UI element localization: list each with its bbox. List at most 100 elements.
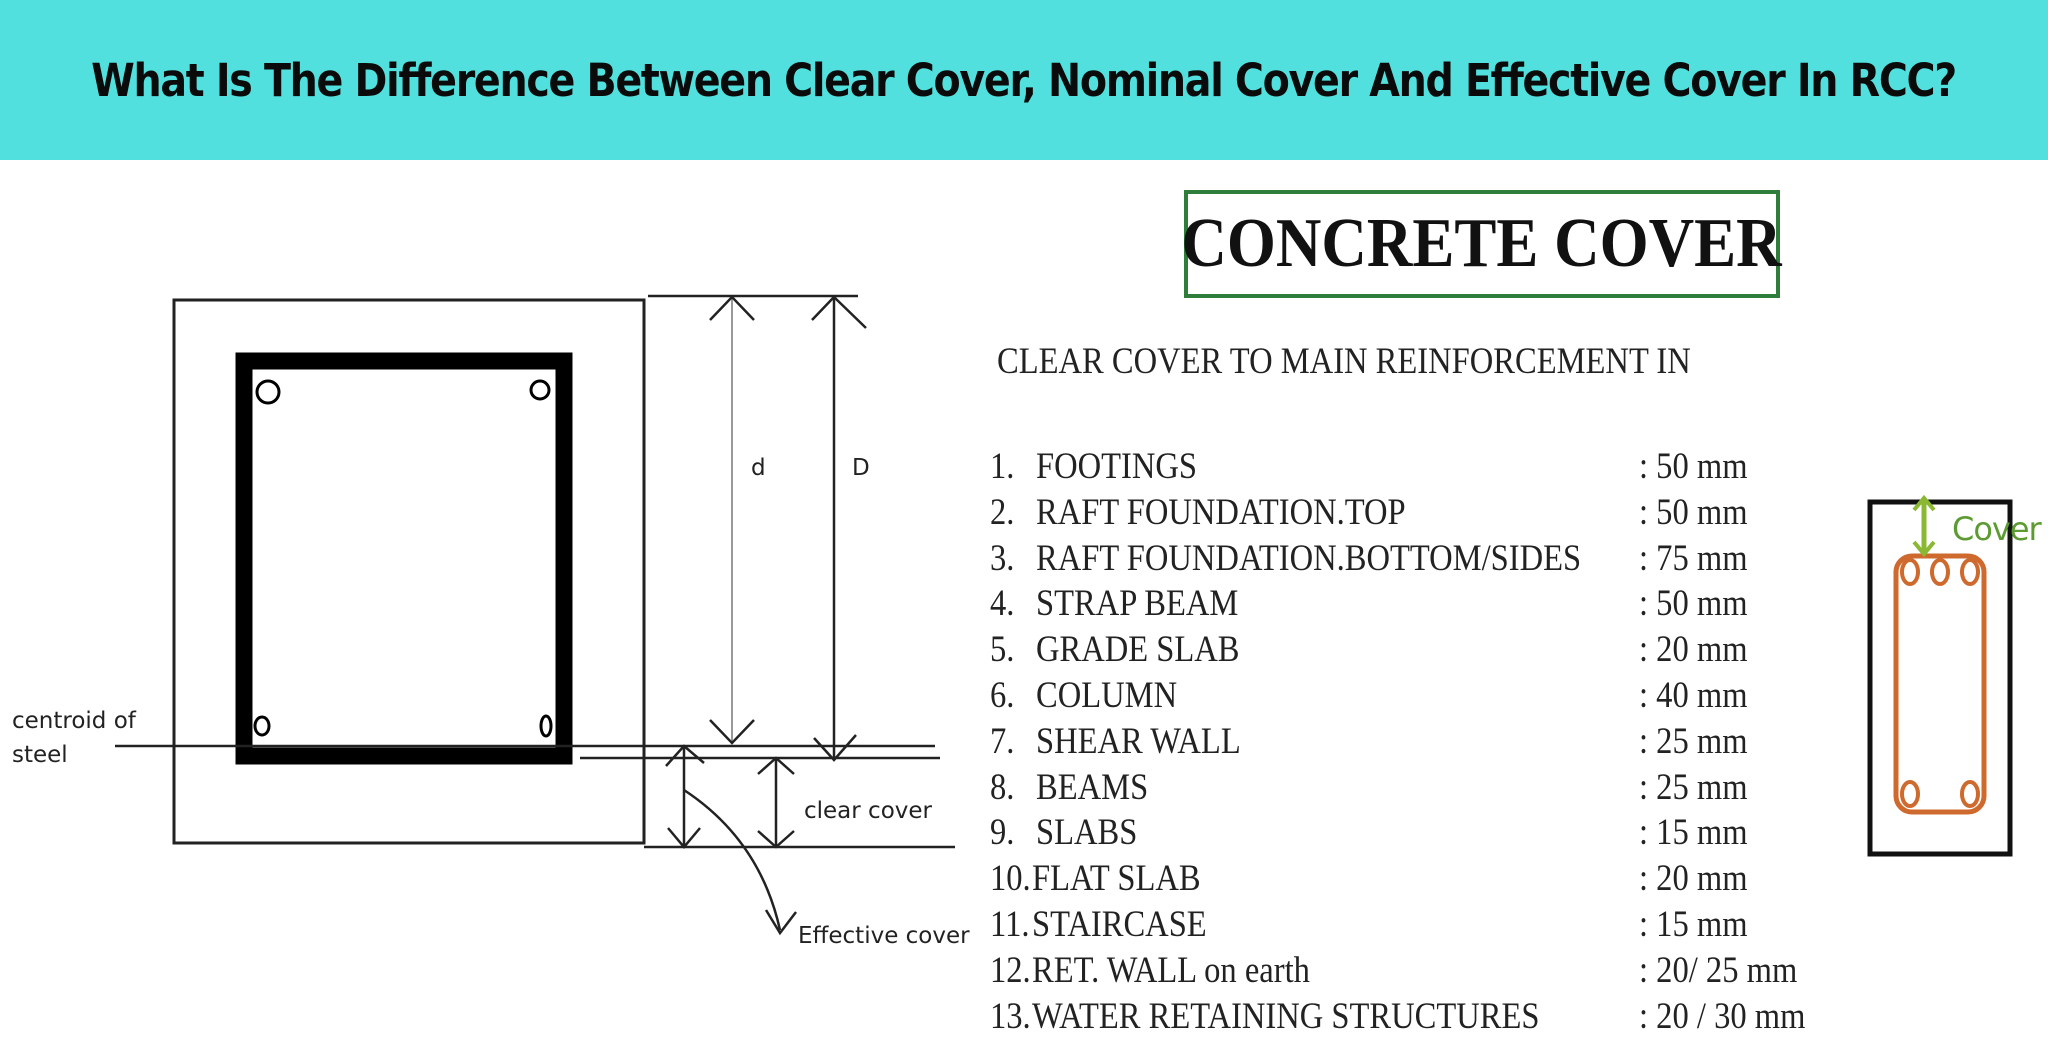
list-item: 1. FOOTINGS : 50 mm	[990, 445, 1790, 491]
item-number: 1.	[990, 446, 1015, 487]
list-item: 9. SLABS : 15 mm	[990, 811, 1790, 857]
effective-cover-label: Effective cover	[798, 923, 970, 949]
stirrup-draw	[1897, 559, 1983, 967]
item-number: 8.	[990, 766, 1015, 808]
item-value: : 25 mm	[1639, 766, 1748, 808]
effective-cover-leader	[683, 788, 782, 931]
item-value: : 25 mm	[1639, 720, 1748, 762]
item-value: : 20 mm	[1639, 629, 1748, 671]
page-title: What Is The Difference Between Clear Cov…	[91, 53, 1958, 107]
dim-effective-arrow-bottom	[667, 827, 701, 849]
dim-d-arrow-top	[709, 295, 755, 321]
small-stirrup-frame	[1893, 553, 1987, 815]
stirrup-orange	[1896, 558, 1984, 968]
small-rebar-3	[1960, 558, 1980, 586]
item-label: RAFT FOUNDATION.TOP	[1036, 491, 1406, 533]
badge-text: CONCRETE COVER	[1181, 205, 1783, 282]
title-banner: What Is The Difference Between Clear Cov…	[0, 0, 2048, 160]
list-item: 11.STAIRCASE : 15 mm	[990, 903, 1790, 949]
rebar-cage	[1896, 558, 1984, 968]
list-item: 5. GRADE SLAB : 20 mm	[990, 628, 1790, 674]
rebar-bottom-right	[539, 714, 553, 738]
stirrup-shape	[1895, 557, 1985, 969]
item-label: GRADE SLAB	[1036, 629, 1240, 671]
item-label: FLAT SLAB	[1032, 858, 1201, 900]
small-section-outline	[1867, 499, 2013, 857]
item-number: 9.	[990, 812, 1015, 854]
item-number: 2.	[990, 491, 1015, 533]
stirrup	[235, 352, 573, 765]
item-number: 7.	[990, 720, 1015, 762]
item-label: RAFT FOUNDATION.BOTTOM/SIDES	[1036, 537, 1582, 579]
subheading: CLEAR COVER TO MAIN REINFORCEMENT IN	[997, 341, 1691, 382]
centroid-label-line2: steel	[12, 742, 68, 768]
rebar-bottom-left	[253, 715, 271, 737]
dim-D-arrow-top	[811, 295, 867, 329]
dim-clear-arrow-bottom	[757, 830, 795, 849]
dim-effective-arrow-top	[665, 744, 705, 767]
concrete-cover-badge: CONCRETE COVER	[1181, 190, 1783, 298]
item-number: 3.	[990, 537, 1015, 579]
stirrup-body	[1896, 558, 1984, 968]
item-label: BEAMS	[1036, 766, 1149, 808]
clear-cover-label: clear cover	[804, 798, 933, 824]
item-value: : 50 mm	[1639, 583, 1748, 625]
item-label: STAIRCASE	[1032, 903, 1207, 945]
small-stirrup-visible	[1896, 558, 1984, 968]
cage-outline	[1896, 558, 1984, 968]
rebar-top-right	[529, 379, 551, 401]
small-rebar-5	[1960, 780, 1980, 808]
cover-arrow-head-top	[1912, 494, 1936, 512]
item-value: : 50 mm	[1639, 446, 1748, 487]
item-number: 6.	[990, 674, 1015, 716]
item-value: : 50 mm	[1639, 491, 1748, 533]
cover-diagram: d D centroid of steel clear cover Effect…	[12, 294, 2044, 969]
item-value: : 40 mm	[1639, 674, 1748, 716]
cover-label: Cover	[1952, 510, 2043, 548]
effective-cover-arrowhead	[764, 909, 797, 936]
item-label: FOOTINGS	[1036, 446, 1198, 487]
item-number: 5.	[990, 629, 1015, 671]
item-value: : 20 mm	[1639, 858, 1748, 900]
item-label: COLUMN	[1036, 674, 1178, 716]
item-value: : 75 mm	[1639, 537, 1748, 579]
item-label: RET. WALL on earth	[1032, 949, 1310, 991]
item-number: 12.	[990, 949, 1031, 991]
item-number: 4.	[990, 583, 1015, 625]
list-item: 3. RAFT FOUNDATION.BOTTOM/SIDES : 75 mm	[990, 537, 1790, 583]
item-value: : 20 / 30 mm	[1639, 995, 1806, 1037]
list-item: 7. SHEAR WALL : 25 mm	[990, 720, 1790, 766]
item-number: 11.	[990, 903, 1030, 945]
stirrup-final	[1897, 558, 1983, 968]
list-item: 8. BEAMS : 25 mm	[990, 766, 1790, 812]
item-label: WATER RETAINING STRUCTURES	[1032, 995, 1540, 1037]
item-value: : 15 mm	[1639, 812, 1748, 854]
small-stirrup-shape	[1896, 558, 1984, 968]
beam-section-outline	[172, 298, 646, 845]
small-rebar-2	[1930, 558, 1950, 586]
orange-stirrup	[1896, 558, 1984, 968]
rebar-top-left	[255, 379, 281, 405]
list-item: 4. STRAP BEAM : 50 mm	[990, 582, 1790, 628]
cover-arrow-head-bottom	[1912, 540, 1936, 558]
list-item: 13.WATER RETAINING STRUCTURES : 20 / 30 m…	[990, 995, 1805, 1041]
small-rebar-4	[1900, 780, 1920, 808]
item-value: : 20/ 25 mm	[1639, 949, 1798, 991]
label-D: D	[852, 455, 870, 481]
dim-clear-arrow-top	[757, 756, 795, 775]
dim-d-arrow-bottom	[709, 719, 755, 745]
small-rebar-1	[1900, 558, 1920, 586]
centroid-label-line1: centroid of	[12, 708, 137, 734]
list-item: 6. COLUMN : 40 mm	[990, 674, 1790, 720]
dim-D-arrow-bottom	[813, 734, 857, 762]
item-number: 13.	[990, 995, 1031, 1037]
label-d: d	[751, 455, 766, 481]
item-label: STRAP BEAM	[1036, 583, 1239, 625]
column-stirrup	[1896, 558, 1984, 968]
cover-list: 1. FOOTINGS : 50 mm 2. RAFT FOUNDATION.TOP : …	[990, 445, 1805, 1041]
stirrup-rect	[1896, 558, 1984, 968]
item-label: SHEAR WALL	[1036, 720, 1241, 762]
item-label: SLABS	[1036, 812, 1138, 854]
item-value: : 15 mm	[1639, 903, 1748, 945]
small-stirrup-loop	[1896, 558, 1984, 966]
